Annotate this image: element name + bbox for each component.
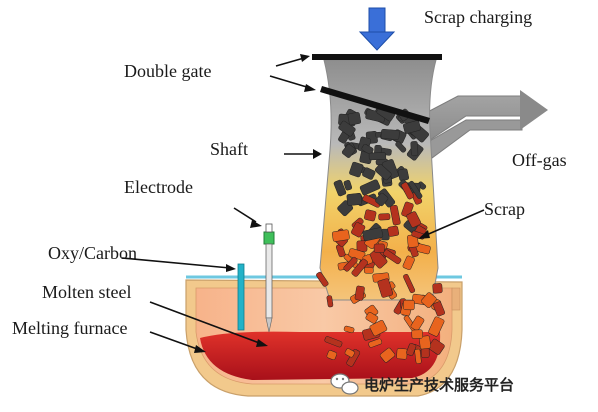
scrap-piece [349,161,364,178]
scrap-piece [361,143,374,155]
scrap-piece [351,258,368,277]
scrap-piece [411,329,423,339]
label-scrap-charging: Scrap charging [424,7,532,27]
scrap-piece [373,243,385,253]
arrow-scrap [423,209,485,237]
leader-arrows [121,54,485,353]
scrap-piece [377,278,394,298]
electrode [263,223,275,333]
scrap-piece [428,338,445,355]
scrap-piece [396,348,408,360]
scrap-piece [333,179,347,197]
scrap-piece [369,320,388,337]
oxy-carbon-lance [237,263,245,331]
scrap-piece [363,267,374,274]
label-melting-furnace: Melting furnace [12,318,127,338]
arrow-double-gate-bottom [269,75,311,89]
off-gas-arrow-icon [520,90,548,130]
arrow-molten-steel [149,301,263,345]
scrap-piece [402,120,421,134]
scrap-piece [378,213,391,221]
scrap-piece [410,315,425,331]
scrap-piece [380,128,400,140]
scrap-piece [326,350,338,360]
scrap-piece [397,168,410,182]
scrap-piece [406,343,417,356]
scrap-piece [387,225,400,237]
scrap-piece [368,152,387,161]
scrap-piece [331,229,350,242]
scrap-piece [364,209,377,222]
arrow-oxy-carbon [121,257,231,269]
arrow-double-gate-top [275,57,305,67]
scrap-piece [343,256,358,272]
scrap-piece [344,348,355,358]
label-off-gas: Off-gas [512,150,567,170]
scrap-piece [421,292,437,309]
label-oxy-carbon: Oxy/Carbon [48,243,137,263]
label-molten-steel: Molten steel [42,282,131,302]
scrap-piece [362,227,384,242]
scrap-piece [401,182,414,200]
scrap-piece [403,274,416,293]
scrap-charging-arrow-icon [358,7,396,51]
scrap-piece [433,301,445,317]
watermark-text: 电炉生产技术服务平台 [364,376,514,394]
scrap-piece [343,180,353,191]
lower-gate [320,86,430,124]
scrap-piece [354,285,365,301]
scrap-pile [316,105,445,367]
label-scrap: Scrap [484,199,525,219]
arrow-melting-furnace [149,331,201,351]
off-gas-duct [419,90,548,159]
scrap-piece [414,348,422,364]
scrap-piece [418,335,431,350]
scrap-piece [403,299,415,311]
scrap-piece [346,193,362,206]
scrap-piece [389,204,401,226]
scrap-piece [359,179,381,196]
scrap-piece [343,325,355,334]
scrap-piece [365,312,379,324]
scrap-piece [347,112,362,126]
scrap-piece [316,271,329,287]
scrap-piece [362,167,376,180]
scrap-piece [374,164,392,181]
scrap-piece [395,141,407,153]
label-shaft: Shaft [210,139,248,159]
label-electrode: Electrode [124,177,193,197]
scrap-piece [432,283,443,294]
scrap-piece [341,144,356,158]
scrap-piece [402,255,415,271]
arrow-electrode [233,207,257,223]
scrap-piece [368,338,383,348]
scrap-piece [324,336,343,348]
scrap-piece [326,295,334,308]
scrap-piece [379,347,396,363]
top-gate [312,54,442,60]
watermark: 电炉生产技术服务平台 [330,373,514,395]
wechat-icon [330,373,359,395]
scrap-piece [406,211,422,228]
label-double-gate: Double gate [124,61,211,81]
scrap-piece [428,316,445,337]
scrap-piece [410,141,419,157]
scrap-piece [375,192,389,207]
scrap-piece [408,180,423,199]
